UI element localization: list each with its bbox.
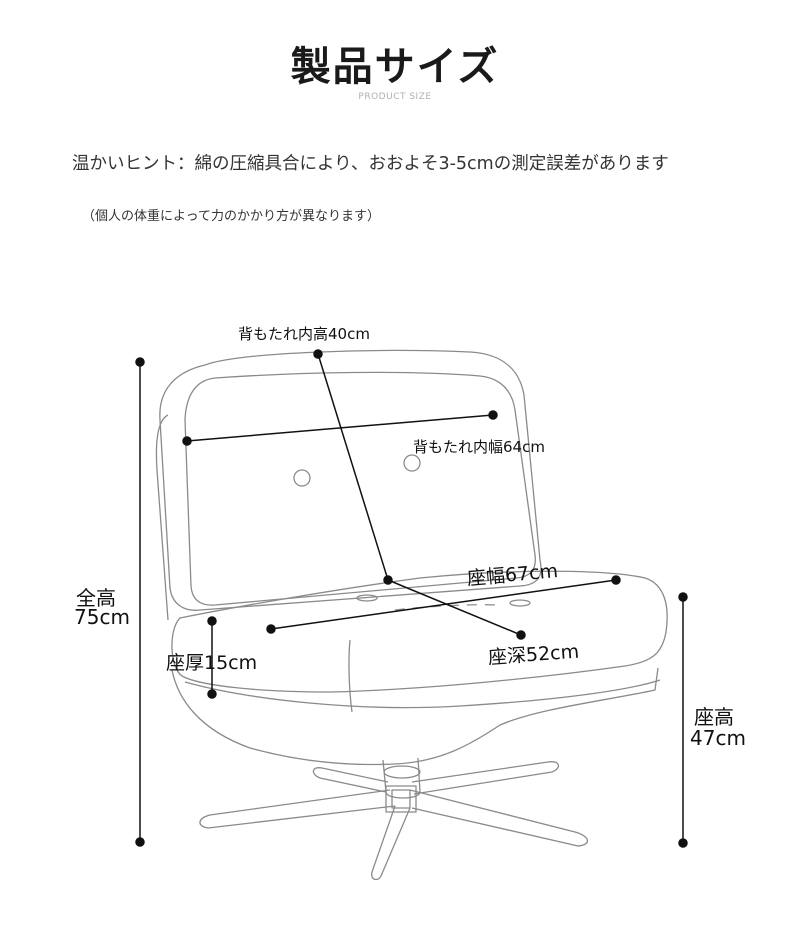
- seat-height-value: 47cm: [690, 726, 746, 750]
- back-inner-height-label: 背もたれ内高40cm: [238, 325, 370, 343]
- base-leg-right: [409, 789, 589, 847]
- back-inner-width-label: 背もたれ内幅64cm: [413, 438, 545, 456]
- seat-width-line: [270, 579, 617, 630]
- swivel-ring: [383, 765, 421, 779]
- page-subtitle: PRODUCT SIZE: [358, 92, 432, 102]
- base-hub-inner: [391, 789, 411, 809]
- seat-thickness-dot-bottom: [207, 689, 217, 699]
- back-width-dot-left: [182, 436, 192, 446]
- base-leg-back-right: [411, 761, 559, 795]
- seat-button-right: [509, 599, 531, 607]
- back-width-dot-right: [488, 410, 498, 420]
- page-title: 製品サイズ: [290, 44, 500, 90]
- seat-cushion: [171, 570, 668, 693]
- total-height-dot-top: [135, 357, 145, 367]
- seat-depth-dot-end: [516, 630, 526, 640]
- seat-thickness-dot-top: [207, 616, 217, 626]
- backrest-cushion: [184, 371, 536, 606]
- seat-button-left: [356, 594, 378, 602]
- seat-depth-line: [387, 579, 522, 636]
- seat-seam: [348, 639, 353, 713]
- chair-outline: [155, 349, 668, 881]
- measurement-hint: 温かいヒント：綿の圧縮具合により、おおよそ3-5cmの測定誤差があります: [72, 154, 669, 174]
- back-height-line: [317, 353, 389, 581]
- total-height-dot-bottom: [135, 837, 145, 847]
- base-leg-back-left: [312, 767, 389, 793]
- backrest-side: [155, 414, 169, 621]
- backrest-button-right: [403, 454, 421, 472]
- base-leg-front: [371, 805, 411, 881]
- seat-thickness-label: 座厚15cm: [166, 652, 258, 674]
- lower-shell: [171, 667, 659, 766]
- backrest-button-left: [293, 469, 311, 487]
- back-width-line: [186, 414, 494, 442]
- dimension-lines: [135, 349, 688, 848]
- seat-height-dot-bottom: [678, 838, 688, 848]
- seat-width-dot-left: [266, 624, 276, 634]
- base-leg-left: [199, 789, 396, 829]
- total-height-value: 75cm: [74, 605, 130, 629]
- weight-note: （個人の体重によって力のかかり方が異なります）: [82, 209, 380, 224]
- total-height-title: 全高: [76, 586, 116, 610]
- backrest-shell: [159, 349, 542, 611]
- base-hub: [385, 785, 417, 813]
- back-height-dot-top: [313, 349, 323, 359]
- seat-width-dot-right: [611, 575, 621, 585]
- seat-height-dot-top: [678, 592, 688, 602]
- lower-shell-rim: [184, 679, 661, 709]
- seat-height-title: 座高: [694, 705, 734, 729]
